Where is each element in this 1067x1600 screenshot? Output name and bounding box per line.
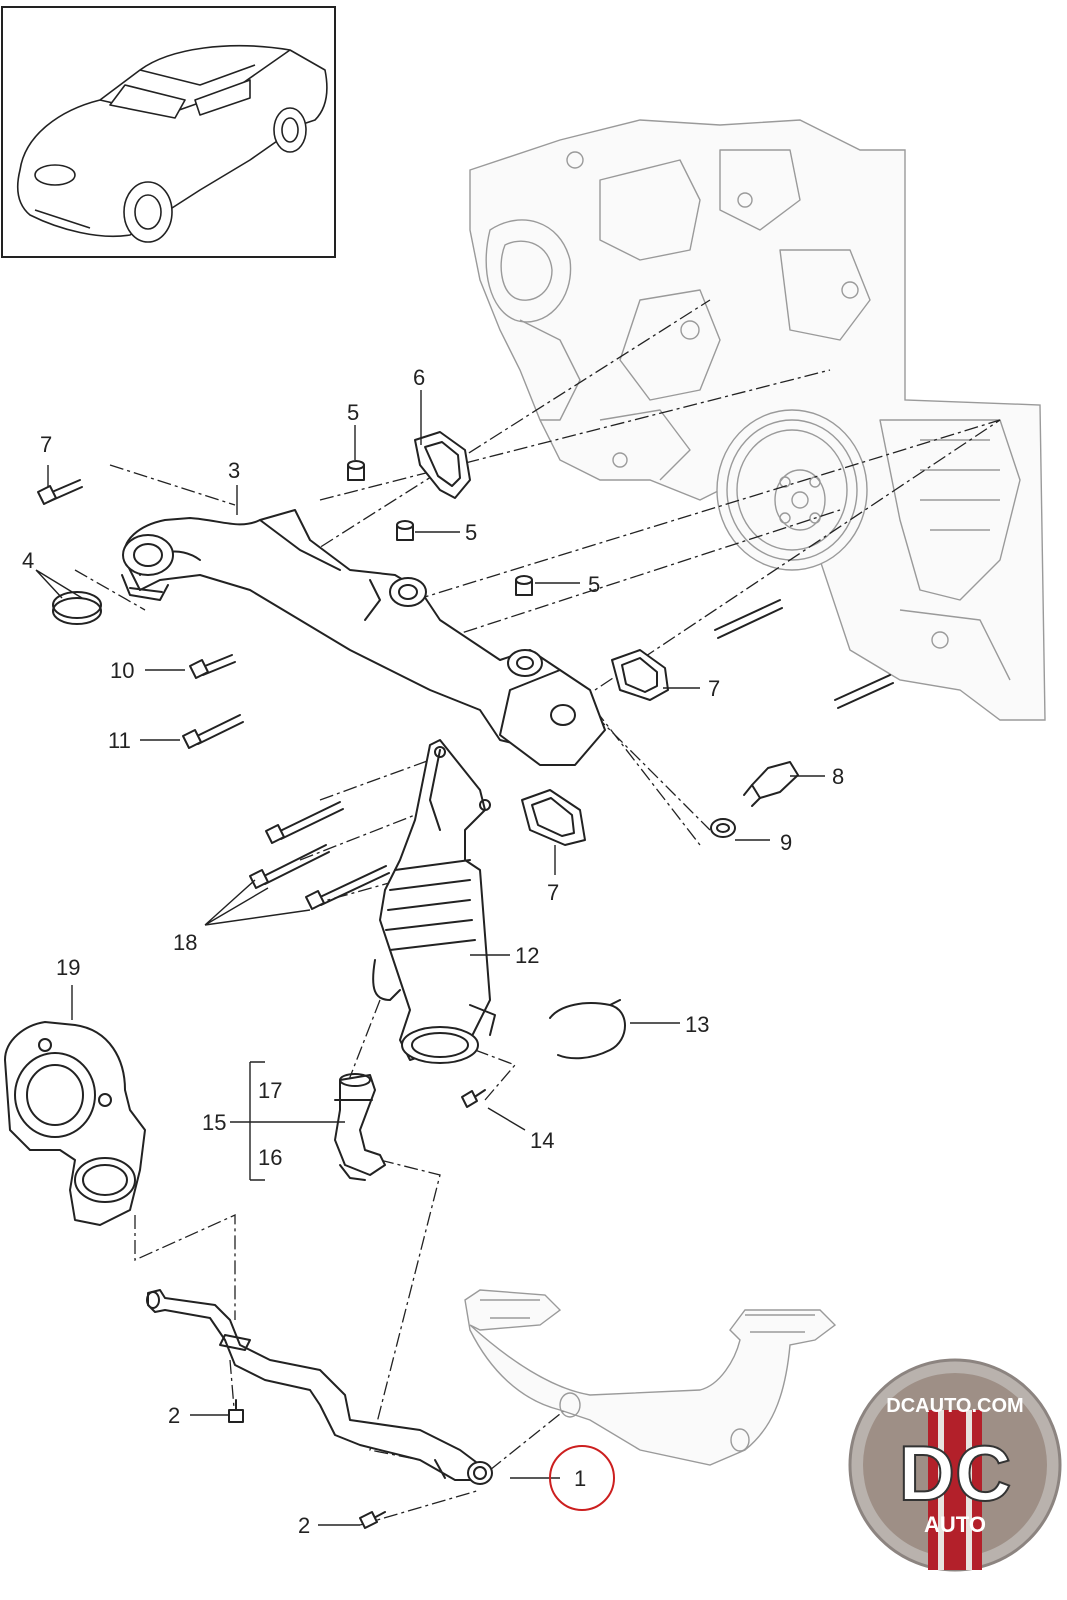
callout-17: 17 — [258, 1078, 282, 1103]
screw-14 — [461, 1089, 486, 1108]
highlight-circle — [549, 1445, 615, 1511]
callout-5-middle: 5 — [465, 520, 477, 545]
coolant-crossover-pipe — [121, 509, 606, 766]
callout-1: 1 — [574, 1466, 586, 1491]
logo-main-text: DC — [899, 1429, 1012, 1517]
water-pump-housing — [4, 1021, 146, 1226]
callout-7-bottom: 7 — [547, 880, 559, 905]
bolts — [37, 479, 390, 910]
dcauto-logo: DCAUTO.COM DC AUTO — [848, 1358, 1062, 1572]
engine-block — [469, 119, 1046, 721]
callout-5-top: 5 — [347, 400, 359, 425]
logo-sub-text: AUTO — [924, 1512, 986, 1537]
callout-16: 16 — [258, 1145, 282, 1170]
callout-13: 13 — [685, 1012, 709, 1037]
callout-19: 19 — [56, 955, 80, 980]
callout-10: 10 — [110, 658, 134, 683]
callout-15: 15 — [202, 1110, 226, 1135]
callout-2-upper: 2 — [168, 1403, 180, 1428]
gaskets — [414, 431, 669, 846]
logo-top-text: DCAUTO.COM — [886, 1395, 1023, 1417]
coolant-hose — [334, 1073, 386, 1181]
screws-2 — [228, 1399, 386, 1529]
callout-9: 9 — [780, 830, 792, 855]
callout-5-right: 5 — [588, 572, 600, 597]
lower-coolant-pipe — [464, 1289, 837, 1466]
temperature-sensor — [710, 761, 799, 838]
leader-lines — [35, 390, 825, 1526]
callout-7-right: 7 — [708, 676, 720, 701]
o-rings — [52, 591, 102, 625]
callout-18: 18 — [173, 930, 197, 955]
callout-7-top-left: 7 — [40, 432, 52, 457]
callout-6: 6 — [413, 365, 425, 390]
callout-2-lower: 2 — [298, 1513, 310, 1538]
callout-4: 4 — [22, 548, 34, 573]
retaining-clip — [549, 999, 626, 1060]
callout-labels: 7 3 4 5 6 5 5 10 11 7 8 9 7 18 12 19 13 … — [22, 365, 844, 1538]
callout-11: 11 — [108, 728, 131, 753]
crankshaft-pulley — [716, 409, 868, 571]
callout-8: 8 — [832, 764, 844, 789]
callout-14: 14 — [530, 1128, 554, 1153]
callout-3: 3 — [228, 458, 240, 483]
water-pipe — [146, 1289, 493, 1485]
bushings — [347, 460, 533, 596]
car-icon — [16, 44, 328, 243]
callout-12: 12 — [515, 943, 539, 968]
thermostat-housing — [372, 739, 496, 1064]
vehicle-thumbnail — [1, 6, 336, 258]
